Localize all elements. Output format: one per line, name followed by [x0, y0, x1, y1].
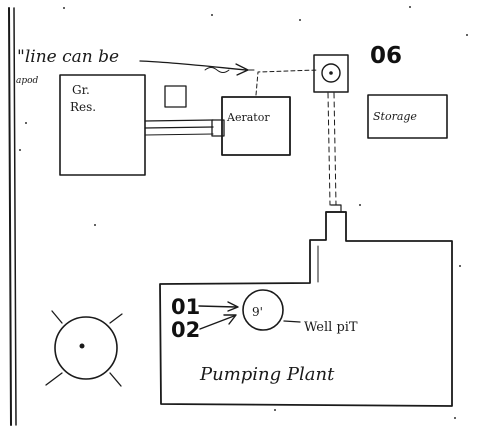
pump-code-label: 06	[370, 43, 402, 69]
small-square-structure	[164, 85, 187, 108]
ground-reservoir-label-1: Gr.	[72, 83, 90, 97]
well-pit-label: Well piT	[304, 320, 358, 335]
ground-reservoir-label-2: Res.	[70, 100, 96, 114]
well-pit-size: 9'	[252, 305, 263, 319]
north-arrow-icon	[45, 310, 123, 387]
scan-noise	[19, 6, 468, 419]
note-arrow	[139, 60, 249, 76]
well-pit-circle	[242, 289, 284, 331]
well-pit-leader	[283, 320, 301, 323]
dashed-pipe-vertical	[327, 92, 337, 206]
aerator-box	[221, 96, 291, 156]
pumping-plant-label: Pumping Plant	[199, 364, 335, 385]
note-line-2: apod	[16, 76, 39, 86]
well-arrows	[198, 301, 239, 330]
aerator-label: Aerator	[226, 111, 270, 124]
pump-06-icon	[321, 63, 341, 83]
well-code-2: 02	[171, 318, 200, 342]
storage-box	[367, 94, 448, 139]
note-line-1: "line can be	[17, 47, 119, 67]
dashed-connection	[247, 69, 319, 96]
pump-06-dot	[329, 71, 333, 75]
reservoir-aerator-pipes	[144, 119, 214, 136]
storage-label: Storage	[373, 110, 417, 123]
pump-06-box	[313, 54, 349, 93]
aerator-inlet	[211, 119, 225, 137]
well-code-1: 01	[171, 295, 200, 319]
left-border-lines	[8, 7, 17, 426]
ground-reservoir-box	[59, 74, 146, 176]
pumping-plant-outline	[159, 204, 453, 407]
